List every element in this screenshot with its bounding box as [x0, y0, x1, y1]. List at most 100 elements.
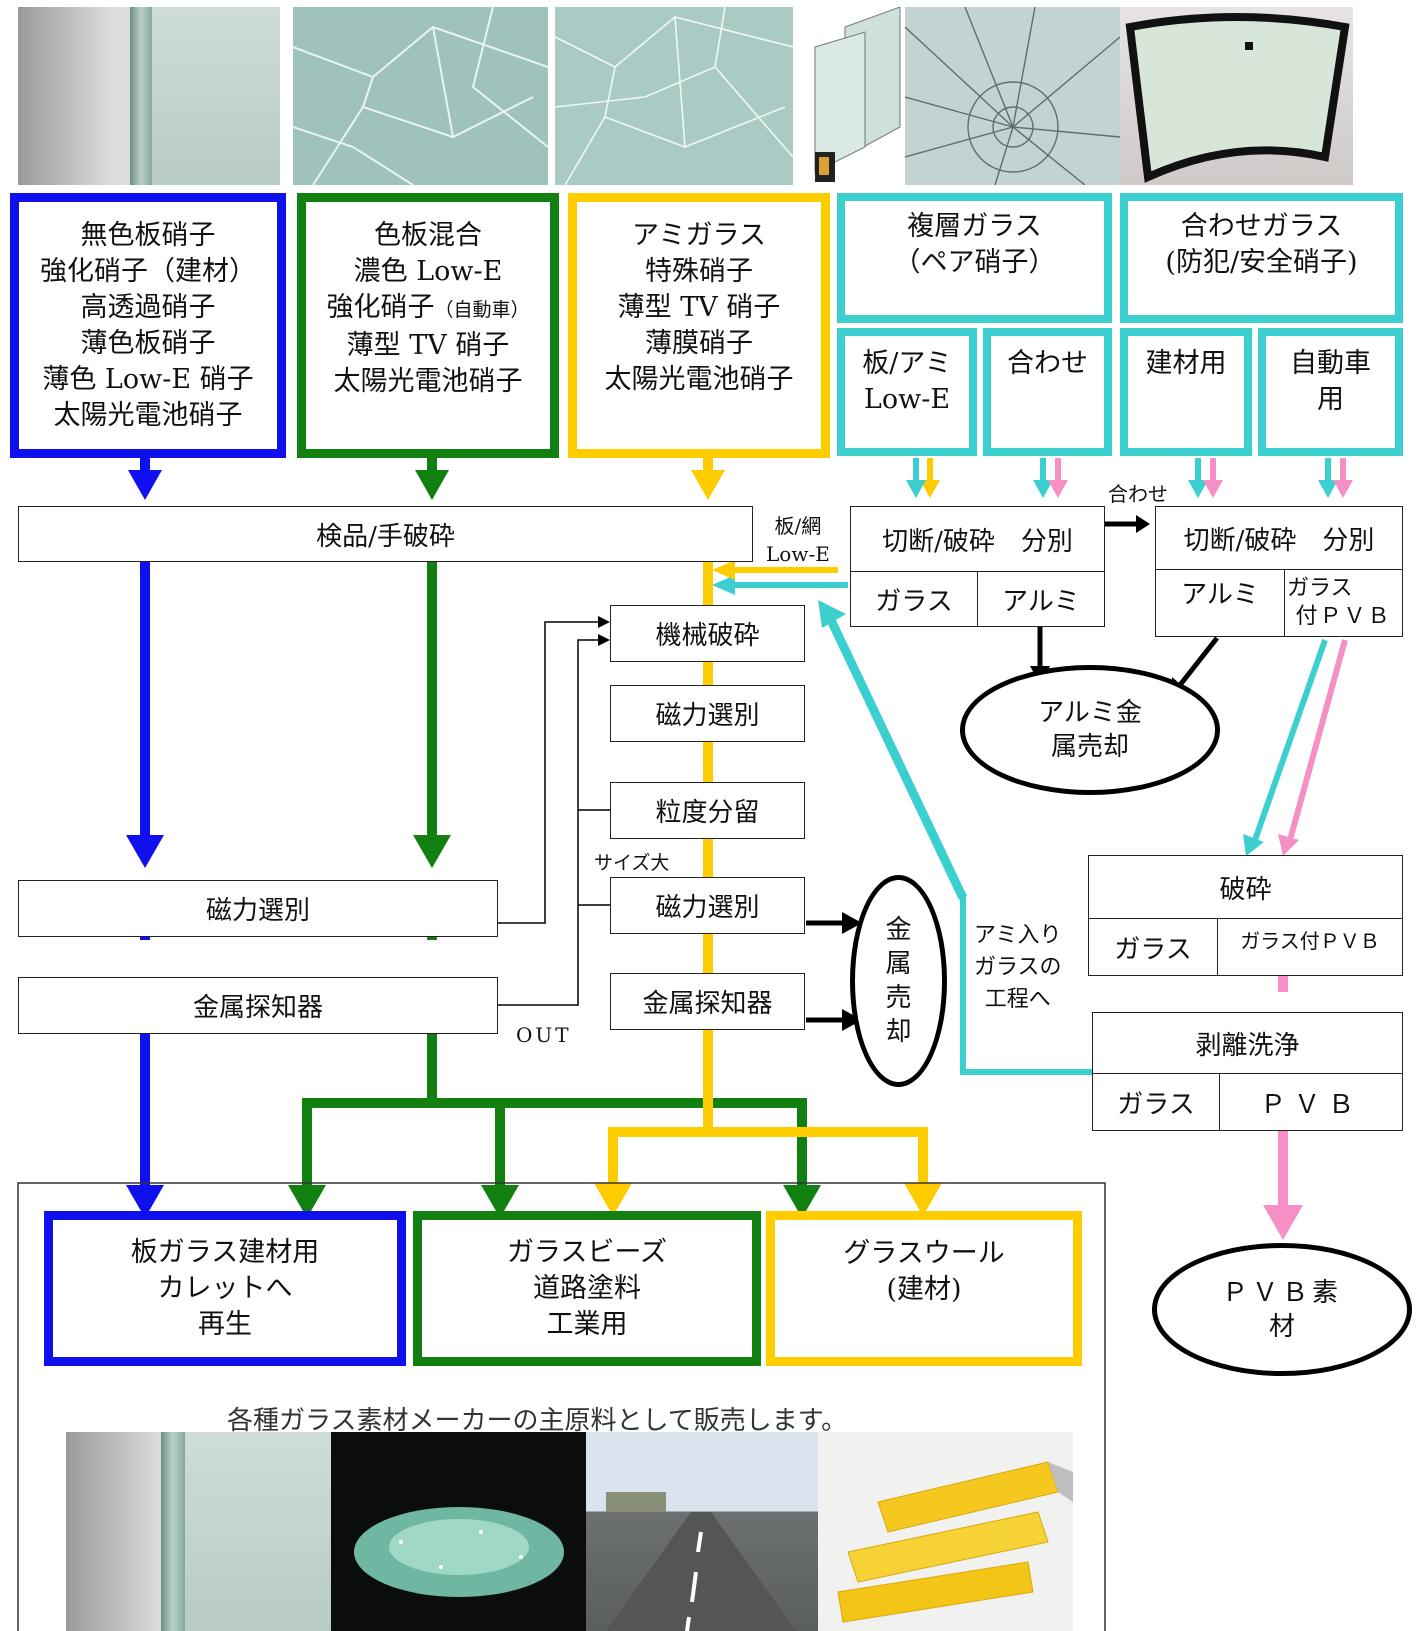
cut-sort-2-glass-pvb: ガラス 付ＰＶＢ — [1284, 569, 1403, 637]
magnet-mid-box: 磁力選別 — [610, 685, 805, 742]
metal-sale-4: 却 — [885, 1017, 912, 1047]
output-beads-2: 道路塗料 — [533, 1272, 641, 1304]
metal-sale-ellipse: 金 属 売 却 — [850, 875, 947, 1087]
category-double-glazing: 複層ガラス （ペア硝子） — [837, 193, 1112, 323]
wired-route-2: ガラスの — [974, 955, 1062, 980]
output-glass-wool: グラスウール (建材) — [766, 1211, 1082, 1366]
peel-title: 剥離洗浄 — [1092, 1012, 1403, 1074]
output-wool-1: グラスウール — [843, 1238, 1005, 1269]
output-flat-2: カレットへ — [157, 1272, 293, 1304]
cut-sort-1-glass: ガラス — [850, 571, 978, 627]
output-flat-1: 板ガラス建材用 — [130, 1236, 320, 1268]
plain-item-3: 高透過硝子 — [80, 292, 216, 323]
flat-glass-photo-bottom — [66, 1432, 331, 1631]
metal-sale-3: 売 — [885, 983, 912, 1013]
output-beads-1: ガラスビーズ — [506, 1236, 668, 1268]
category-laminated-glass: 合わせガラス (防犯/安全硝子) — [1120, 193, 1403, 323]
category-colored-glass: 色板混合 濃色 Low-E 強化硝子（自動車） 薄型 TV 硝子 太陽光電池硝子 — [297, 193, 559, 458]
crush-glass-pvb: ガラス付ＰＶＢ — [1217, 918, 1403, 976]
metal-sale-1: 金 — [885, 915, 912, 945]
cut-sort-2-glass-pvb-2: 付ＰＶＢ — [1295, 604, 1392, 629]
output-wool-2: (建材) — [886, 1274, 962, 1305]
out-label: OUT — [516, 1023, 572, 1047]
alu-sale-2: 属売却 — [1050, 732, 1129, 762]
colored-item-1: 色板混合 — [374, 220, 482, 251]
crush-glass: ガラス — [1088, 918, 1218, 976]
peel-glass: ガラス — [1092, 1073, 1220, 1131]
pvb-material-1: ＰＶＢ素 — [1221, 1277, 1342, 1308]
grading-box: 粒度分留 — [610, 782, 805, 839]
pvb-material-ellipse: ＰＶＢ素 材 — [1152, 1243, 1412, 1376]
wired-route-1: アミ入り — [974, 923, 1062, 948]
output-glass-beads: ガラスビーズ 道路塗料 工業用 — [413, 1211, 761, 1366]
glass-beads-photo — [331, 1432, 586, 1631]
laminated-sub-auto-1: 自動車 — [1290, 348, 1371, 379]
wired-item-5: 太陽光電池硝子 — [604, 364, 794, 395]
cracked-glass-photo — [555, 7, 793, 185]
board-label: 板/網 Low-E — [766, 512, 830, 568]
mechanical-crush-box: 機械破砕 — [610, 605, 805, 662]
plain-item-6: 太陽光電池硝子 — [53, 400, 243, 431]
colored-item-2: 濃色 Low-E — [353, 256, 503, 287]
broken-glass-photo — [293, 7, 548, 185]
board-label-2: Low-E — [766, 542, 830, 566]
wired-item-4: 薄膜硝子 — [645, 328, 753, 359]
flat-glass-photo — [18, 7, 280, 185]
metal-left-box: 金属探知器 — [18, 977, 498, 1034]
wired-item-1: アミガラス — [632, 220, 766, 251]
glass-wool-photo — [818, 1432, 1073, 1631]
category-wired-glass: アミガラス 特殊硝子 薄型 TV 硝子 薄膜硝子 太陽光電池硝子 — [568, 193, 830, 458]
laminated-sub-auto: 自動車 用 — [1258, 328, 1403, 456]
colored-item-3: 強化硝子（自動車） — [326, 290, 529, 328]
metal-sale-2: 属 — [885, 949, 912, 979]
shattered-windshield-photo — [905, 7, 1120, 185]
magnet-mid2-box: 磁力選別 — [610, 877, 805, 934]
alu-sale-1: アルミ金 — [1038, 698, 1142, 728]
output-beads-3: 工業用 — [546, 1308, 628, 1340]
road-photo — [586, 1432, 818, 1631]
double-title: 複層ガラス — [907, 211, 1042, 242]
pvb-material-2: 材 — [1268, 1311, 1295, 1342]
laminated-title: 合わせガラス — [1180, 211, 1343, 242]
alu-sale-ellipse: アルミ金 属売却 — [960, 665, 1220, 795]
board-label-1: 板/網 — [774, 514, 822, 538]
plain-item-1: 無色板硝子 — [80, 220, 216, 251]
peel-pvb: ＰＶＢ — [1219, 1073, 1403, 1131]
double-sub-board-2: Low-E — [863, 384, 951, 415]
plain-item-5: 薄色 Low-E 硝子 — [42, 364, 254, 395]
plain-item-2: 強化硝子（建材） — [40, 256, 256, 287]
laminated-sub-building: 建材用 — [1120, 328, 1252, 456]
double-sub-laminated: 合わせ — [983, 328, 1112, 456]
lamination-label: 合わせ — [1108, 482, 1168, 506]
double-glazing-photo — [805, 7, 905, 185]
cut-sort-2-alu: アルミ — [1155, 569, 1285, 637]
windshield-photo — [1120, 7, 1353, 185]
output-flat-glass: 板ガラス建材用 カレットへ 再生 — [44, 1211, 406, 1366]
cut-sort-2-glass-pvb-1: ガラス — [1287, 576, 1353, 601]
wired-item-2: 特殊硝子 — [645, 256, 753, 287]
double-subtitle: （ペア硝子） — [893, 247, 1056, 278]
wired-route-3: 工程へ — [984, 987, 1051, 1012]
metal-mid-box: 金属探知器 — [610, 973, 805, 1030]
wired-item-3: 薄型 TV 硝子 — [617, 292, 781, 323]
output-flat-3: 再生 — [198, 1308, 252, 1340]
inspection-box: 検品/手破砕 — [18, 506, 753, 562]
cut-sort-1-title: 切断/破砕 分別 — [850, 506, 1105, 572]
wired-route-label: アミ入り ガラスの 工程へ — [974, 920, 1062, 1016]
laminated-sub-building-label: 建材用 — [1145, 348, 1227, 379]
crush-title: 破砕 — [1088, 855, 1403, 919]
magnet-left-box: 磁力選別 — [18, 880, 498, 937]
double-sub-board-1: 板/アミ — [862, 348, 952, 379]
sales-caption: 各種ガラス素材メーカーの主原料として販売します。 — [227, 1406, 848, 1436]
double-sub-laminated-label: 合わせ — [1007, 348, 1088, 379]
colored-item-4: 薄型 TV 硝子 — [346, 330, 510, 361]
colored-item-5: 太陽光電池硝子 — [333, 366, 523, 397]
colored-item-3-note: （自動車） — [434, 299, 530, 321]
cut-sort-1-alu: アルミ — [977, 571, 1105, 627]
cut-sort-2-title: 切断/破砕 分別 — [1155, 506, 1403, 570]
double-sub-board: 板/アミ Low-E — [837, 328, 977, 456]
laminated-sub-auto-2: 用 — [1317, 384, 1344, 415]
category-plain-glass: 無色板硝子 強化硝子（建材） 高透過硝子 薄色板硝子 薄色 Low-E 硝子 太… — [10, 193, 286, 458]
plain-item-4: 薄色板硝子 — [80, 328, 216, 359]
